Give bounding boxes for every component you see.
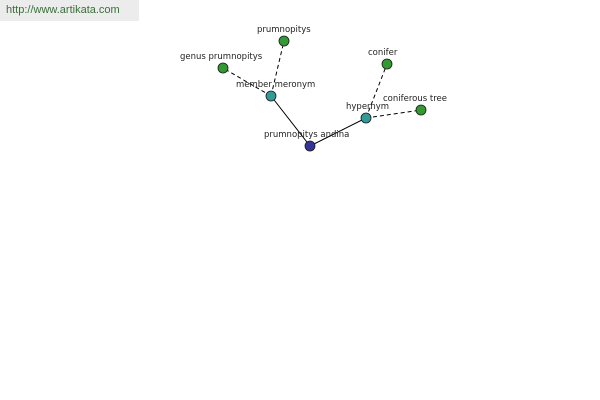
edge-root-member_meronym — [270, 95, 311, 147]
node-member-meronym[interactable]: member meronym — [236, 80, 315, 102]
nodes-layer: prumnopitys andina member meronym hypernym… — [180, 25, 447, 152]
node-prumnopitys[interactable]: prumnopitys — [257, 25, 311, 47]
node-dot[interactable] — [360, 112, 372, 124]
node-hypernym[interactable]: hypernym — [346, 102, 389, 124]
site-url[interactable]: http://www.artikata.com — [0, 0, 139, 21]
node-label: member meronym — [236, 80, 315, 90]
node-dot[interactable] — [217, 62, 229, 74]
node-root[interactable]: prumnopitys andina — [264, 130, 349, 152]
node-dot[interactable] — [381, 58, 393, 70]
edge-member_meronym-prumnopitys — [270, 40, 285, 97]
node-genus-prumnopitys[interactable]: genus prumnopitys — [180, 52, 263, 74]
edge-root-hypernym — [309, 117, 367, 147]
node-label: conifer — [368, 48, 398, 58]
node-conifer[interactable]: conifer — [368, 48, 398, 70]
node-dot[interactable] — [265, 90, 277, 102]
node-label: prumnopitys andina — [264, 130, 349, 140]
node-label: coniferous tree — [383, 94, 447, 104]
node-coniferous-tree[interactable]: coniferous tree — [383, 94, 447, 116]
edge-member_meronym-genus_prumnopitys — [222, 67, 272, 97]
edge-hypernym-coniferous_tree — [365, 109, 422, 119]
node-label: genus prumnopitys — [180, 52, 263, 62]
edges-layer — [222, 40, 422, 147]
node-dot[interactable] — [415, 104, 427, 116]
node-dot[interactable] — [304, 140, 316, 152]
node-label: hypernym — [346, 102, 389, 112]
node-dot[interactable] — [278, 35, 290, 47]
edge-hypernym-conifer — [365, 63, 388, 119]
node-label: prumnopitys — [257, 25, 311, 35]
